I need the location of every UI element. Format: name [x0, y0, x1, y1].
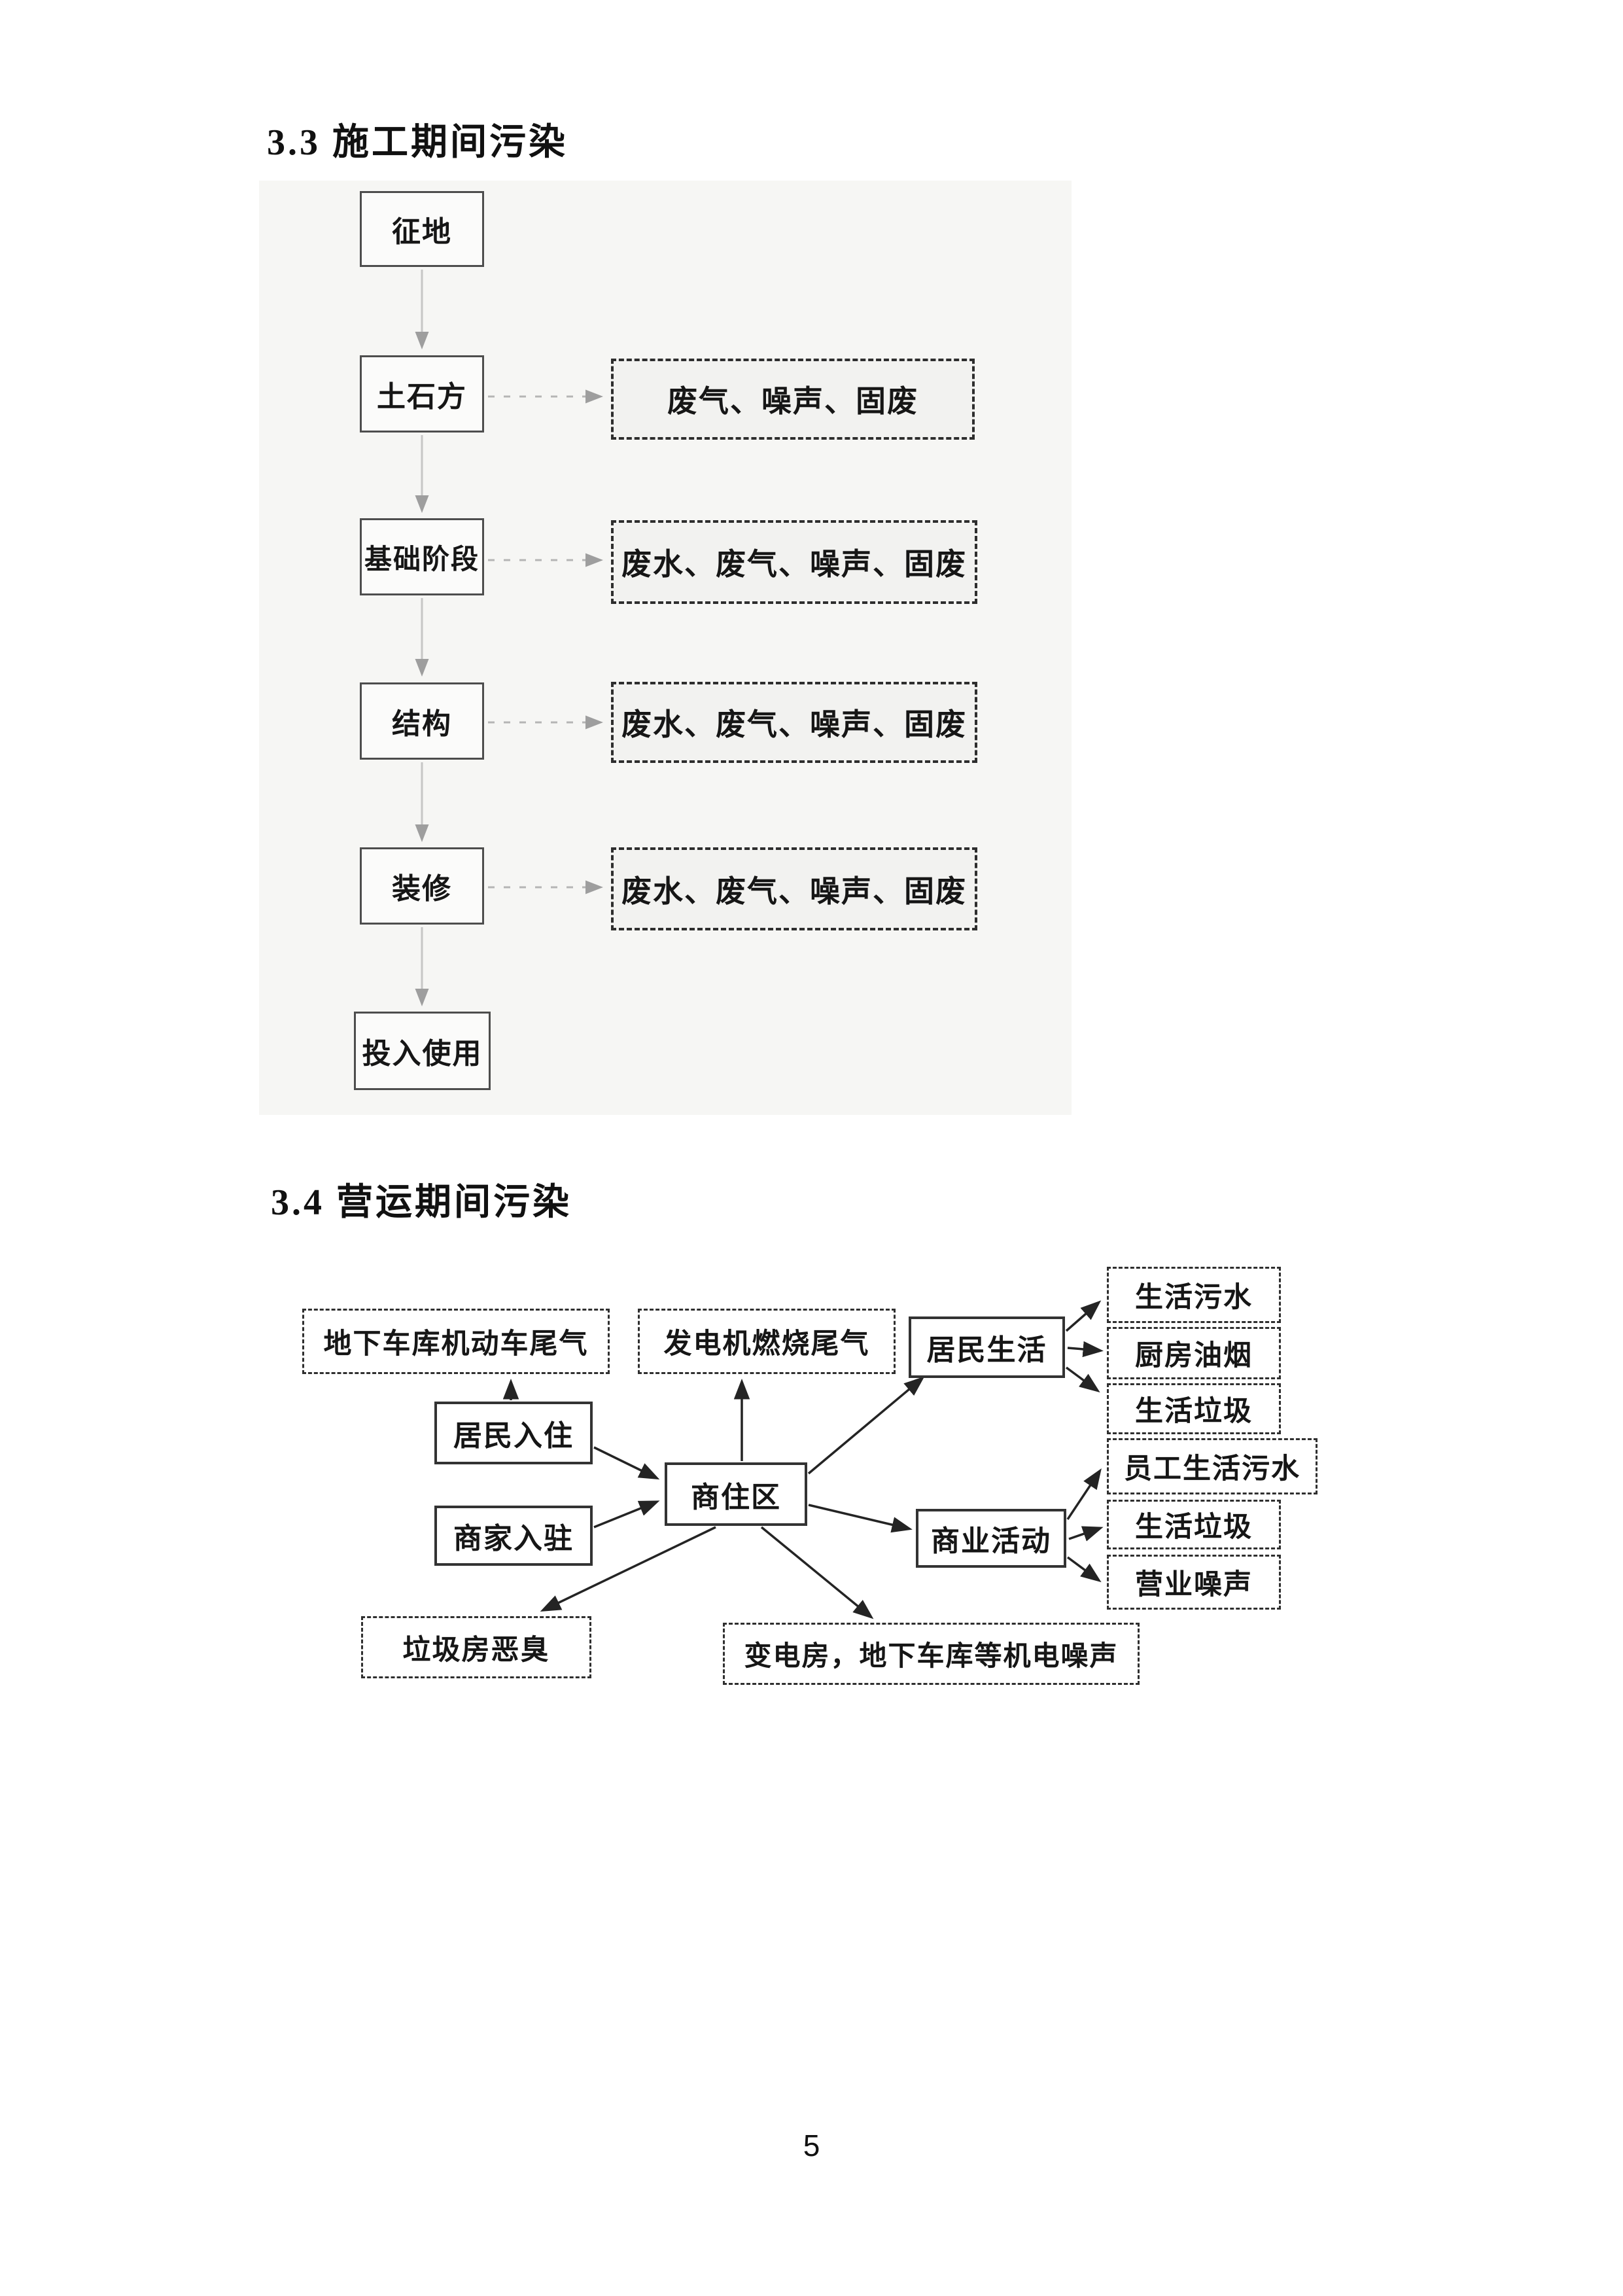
node-generator-exhaust: 发电机燃烧尾气 — [638, 1309, 896, 1374]
node-commercial-residential-district: 商住区 — [665, 1462, 807, 1526]
node-domestic-garbage: 生活垃圾 — [1107, 1383, 1281, 1434]
node-garbage-room-odor: 垃圾房恶臭 — [361, 1616, 591, 1678]
section-3-3-heading: 3.3 施工期间污染 — [267, 122, 568, 163]
emission-box-foundation: 废水、废气、噪声、固废 — [611, 520, 977, 604]
node-commercial-activity: 商业活动 — [916, 1509, 1066, 1568]
node-kitchen-fumes: 厨房油烟 — [1107, 1327, 1281, 1379]
emission-box-structure: 废水、废气、噪声、固废 — [611, 682, 977, 763]
section-3-4-heading: 3.4 营运期间污染 — [271, 1182, 572, 1223]
node-resident-life: 居民生活 — [909, 1316, 1065, 1378]
flow-node-foundation-stage: 基础阶段 — [360, 518, 484, 595]
page-number: 5 — [803, 2128, 820, 2163]
node-staff-domestic-sewage: 员工生活污水 — [1107, 1438, 1318, 1494]
node-commercial-domestic-garbage: 生活垃圾 — [1107, 1500, 1281, 1549]
node-domestic-sewage: 生活污水 — [1107, 1267, 1281, 1323]
flow-node-structure: 结构 — [360, 682, 484, 760]
node-merchant-movein: 商家入驻 — [434, 1506, 593, 1566]
emission-box-decoration: 废水、废气、噪声、固废 — [611, 847, 977, 930]
flow-node-decoration: 装修 — [360, 847, 484, 925]
node-business-noise: 营业噪声 — [1107, 1555, 1281, 1610]
node-resident-movein: 居民入住 — [434, 1402, 593, 1464]
construction-diagram-panel — [259, 181, 1072, 1115]
node-electromechanical-noise: 变电房，地下车库等机电噪声 — [723, 1623, 1140, 1685]
emission-box-earthwork: 废气、噪声、固废 — [611, 359, 975, 440]
flow-node-earthwork: 土石方 — [360, 355, 484, 433]
flow-node-land-acquisition: 征地 — [360, 191, 484, 267]
flow-node-put-into-use: 投入使用 — [354, 1012, 491, 1090]
node-garage-vehicle-exhaust: 地下车库机动车尾气 — [302, 1309, 610, 1374]
